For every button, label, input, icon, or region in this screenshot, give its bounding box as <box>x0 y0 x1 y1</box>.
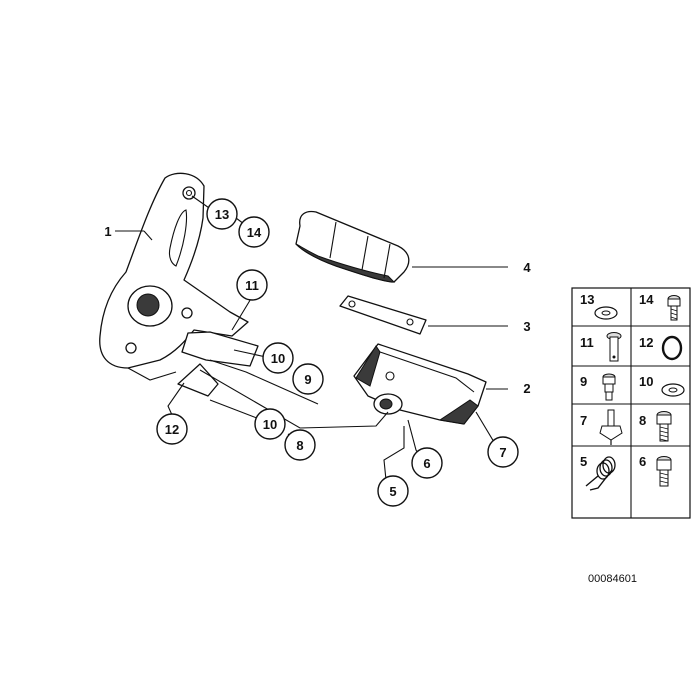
parts-legend: 13 14 11 12 9 <box>571 287 691 519</box>
legend-num-6: 6 <box>639 454 646 469</box>
label-1: 1 <box>104 224 111 239</box>
svg-text:14: 14 <box>247 225 262 240</box>
label-2: 2 <box>523 381 530 396</box>
callout-14: 14 <box>238 216 270 248</box>
callout-5: 5 <box>377 475 409 507</box>
washer-icon <box>594 306 618 320</box>
label-3: 3 <box>523 319 530 334</box>
callout-11: 11 <box>236 269 268 301</box>
callout-9: 9 <box>292 363 324 395</box>
cap-screw-icon <box>656 456 672 487</box>
shoulder-screw-icon <box>602 373 616 401</box>
callout-7: 7 <box>487 436 519 468</box>
callouts: 13 14 11 10 9 12 10 8 <box>156 198 519 507</box>
callout-8: 8 <box>284 429 316 461</box>
hex-socket-screw-icon <box>667 295 681 321</box>
legend-num-12: 12 <box>639 335 653 350</box>
legend-num-9: 9 <box>580 374 587 389</box>
mounting-plate <box>339 295 427 335</box>
label-4: 4 <box>523 260 531 275</box>
svg-text:5: 5 <box>389 484 396 499</box>
svg-text:10: 10 <box>271 351 285 366</box>
footrest-bracket <box>99 172 249 381</box>
washer-icon <box>661 383 685 397</box>
svg-text:9: 9 <box>304 372 311 387</box>
bearing-pin-icon <box>599 409 623 445</box>
callout-10-upper: 10 <box>262 342 294 374</box>
svg-text:12: 12 <box>165 422 179 437</box>
cap-screw-icon <box>656 411 672 442</box>
callout-12: 12 <box>156 413 188 445</box>
torsion-spring-icon <box>585 456 616 491</box>
svg-text:6: 6 <box>423 456 430 471</box>
legend-num-5: 5 <box>580 454 587 469</box>
callout-10-lower: 10 <box>254 408 286 440</box>
legend-num-7: 7 <box>580 413 587 428</box>
svg-text:8: 8 <box>296 438 303 453</box>
legend-num-8: 8 <box>639 413 646 428</box>
legend-num-10: 10 <box>639 374 653 389</box>
footpeg-body <box>353 343 487 425</box>
legend-num-11: 11 <box>580 335 594 350</box>
footpeg-rubber <box>295 210 410 283</box>
legend-num-13: 13 <box>580 292 594 307</box>
svg-text:10: 10 <box>263 417 277 432</box>
part-labels: 1 2 3 4 <box>104 224 531 396</box>
callout-13: 13 <box>206 198 238 230</box>
svg-text:13: 13 <box>215 207 229 222</box>
svg-text:11: 11 <box>245 278 259 293</box>
pin-icon <box>606 332 622 362</box>
callout-6: 6 <box>411 447 443 479</box>
circlip-icon <box>661 335 683 361</box>
legend-num-14: 14 <box>639 292 654 307</box>
svg-text:7: 7 <box>499 445 506 460</box>
pivot-brackets <box>177 331 259 397</box>
diagram-reference-number: 00084601 <box>588 573 637 585</box>
